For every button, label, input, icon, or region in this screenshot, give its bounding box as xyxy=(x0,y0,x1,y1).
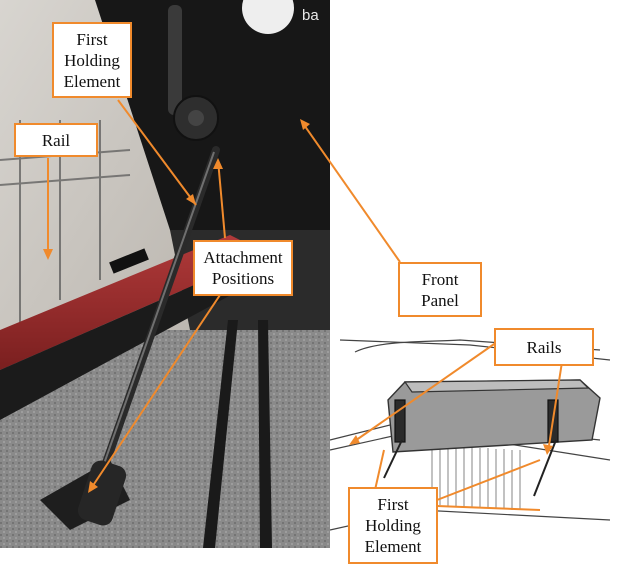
gas-strut-rod xyxy=(96,146,220,484)
label-front-panel: Front Panel xyxy=(398,262,482,317)
gas-strut-highlight xyxy=(98,151,215,479)
label-rail: Rail xyxy=(14,123,98,157)
panel-slot xyxy=(168,5,182,115)
label-rails: Rails xyxy=(494,328,594,366)
arrowhead-first-holding-top xyxy=(186,194,196,205)
brand-logo xyxy=(242,0,294,34)
label-first-holding-element-bottom: First Holding Element xyxy=(348,487,438,564)
support-strut-left xyxy=(383,439,403,479)
logo-fragment: ba xyxy=(302,7,319,24)
bed-slats xyxy=(431,445,521,510)
knob-center xyxy=(188,110,204,126)
strut-end-cap xyxy=(77,460,127,526)
rail-underside xyxy=(0,265,240,420)
arrowhead-rails-left xyxy=(349,435,360,445)
stand-leg-right xyxy=(258,320,272,548)
stand-leg-left xyxy=(203,320,238,548)
arrowhead-attachment-bottom xyxy=(88,481,98,493)
support-strut-right xyxy=(533,439,557,497)
arrowhead-rail xyxy=(43,249,53,260)
leader-rails-left xyxy=(351,341,498,444)
leader-first-holding-left xyxy=(374,449,385,491)
label-attachment-positions: Attachment Positions xyxy=(193,240,293,296)
tonneau-panel-top xyxy=(403,379,590,393)
arrowhead-attachment-top xyxy=(213,158,223,169)
rail-slot xyxy=(109,248,149,274)
truck-roof-line xyxy=(354,339,601,353)
red-rail xyxy=(0,235,240,370)
leader-rails-right xyxy=(547,361,563,453)
label-first-holding-element-top: First Holding Element xyxy=(52,22,132,98)
leader-front-panel xyxy=(301,121,401,263)
leader-attachment-top xyxy=(217,159,226,239)
leader-first-holding-right2 xyxy=(436,505,541,511)
arrowhead-front-panel xyxy=(300,119,310,130)
leader-attachment-bottom xyxy=(89,291,223,491)
callout-lines xyxy=(43,99,563,511)
leader-first-holding-top xyxy=(117,99,197,206)
leader-first-holding-right xyxy=(436,459,541,501)
arrowhead-rails-right xyxy=(543,444,553,455)
